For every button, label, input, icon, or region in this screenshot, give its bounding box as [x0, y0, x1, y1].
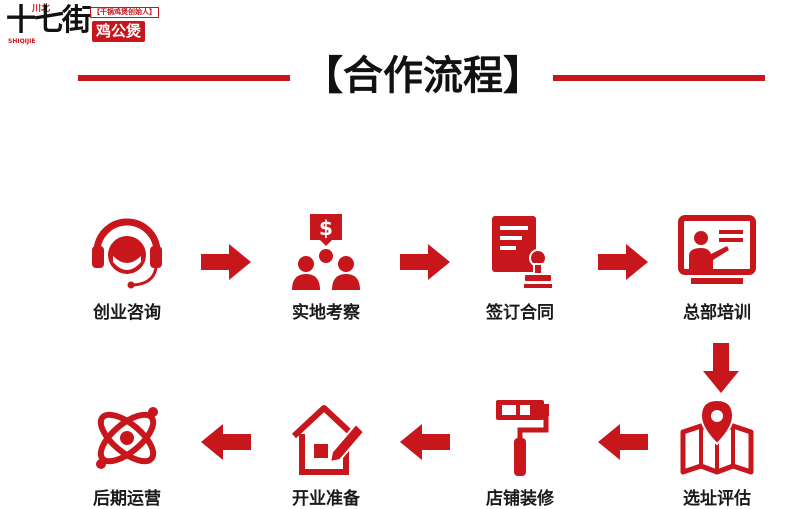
- arrow-right-icon: [598, 244, 648, 280]
- contract-stamp-icon: [492, 216, 553, 288]
- brand-logo: 川北 十七街 SHIQIJIE 【干锅鸡煲创始人】 鸡公煲: [6, 2, 166, 48]
- team-dollar-icon: $: [292, 214, 360, 290]
- arrow-right-icon: [400, 244, 450, 280]
- title-rule-left: [78, 75, 290, 81]
- arrow-down-icon: [703, 343, 739, 393]
- step-operations: 后期运营: [67, 398, 187, 509]
- step-site-selection: 选址评估: [657, 398, 777, 509]
- brand-tag: 鸡公煲: [92, 21, 146, 42]
- step-training: 总部培训: [657, 212, 777, 323]
- brand-name: 十七街: [6, 3, 92, 38]
- arrow-left-icon: [400, 424, 450, 460]
- headset-agent-icon: [92, 218, 162, 289]
- step-label: 总部培训: [683, 303, 751, 323]
- step-consult: 创业咨询: [67, 212, 187, 323]
- brand-slogan: 【干锅鸡煲创始人】: [90, 7, 159, 18]
- arrow-left-icon: [598, 424, 648, 460]
- page-header: 【合作流程】: [0, 48, 800, 104]
- step-label: 实地考察: [292, 303, 360, 323]
- house-pencil-icon: [291, 405, 366, 475]
- step-label: 选址评估: [683, 489, 751, 509]
- title-rule-right: [553, 75, 765, 81]
- brand-sub-text: SHIQIJIE: [8, 38, 36, 45]
- arrow-right-icon: [201, 244, 251, 280]
- step-inspection: $ 实地考察: [266, 212, 386, 323]
- step-contract: 签订合同: [460, 212, 580, 323]
- page-title: 【合作流程】: [303, 52, 543, 99]
- step-label: 后期运营: [93, 489, 161, 509]
- step-decoration: 店铺装修: [460, 398, 580, 509]
- arrow-left-icon: [201, 424, 251, 460]
- step-label: 创业咨询: [93, 303, 161, 323]
- orbit-operations-icon: [96, 407, 158, 469]
- step-label: 店铺装修: [486, 489, 554, 509]
- brand-top-text: 川北: [32, 4, 51, 14]
- step-opening-prep: 开业准备: [266, 398, 386, 509]
- training-board-icon: [678, 215, 756, 284]
- step-label: 开业准备: [292, 489, 360, 509]
- step-label: 签订合同: [486, 303, 554, 323]
- map-pin-icon: [680, 398, 754, 475]
- paint-roller-icon: [496, 400, 549, 476]
- svg-text:$: $: [319, 216, 333, 240]
